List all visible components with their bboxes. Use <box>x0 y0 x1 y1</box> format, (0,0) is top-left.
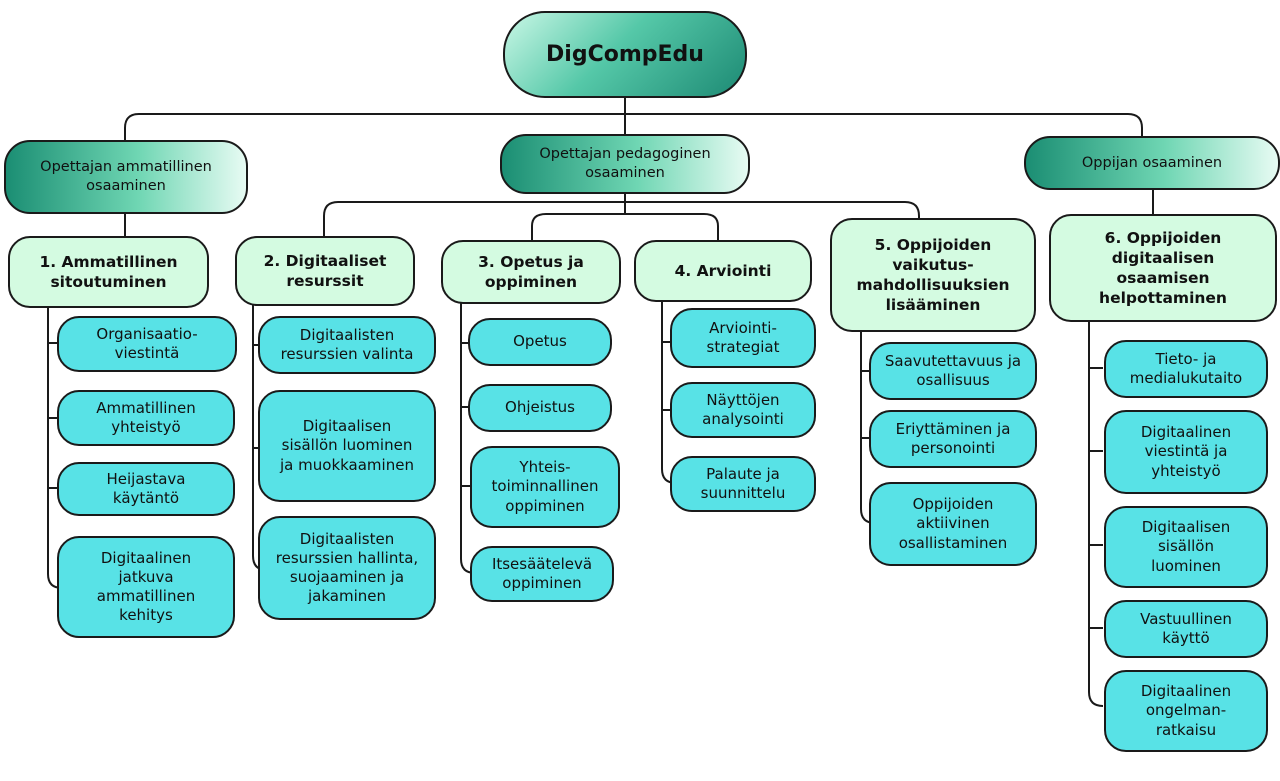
category-pedagogical: Opettajan pedagoginen osaaminen <box>500 134 750 194</box>
competence-5-3: Oppijoiden aktiivinen osallistaminen <box>869 482 1037 566</box>
area-6: 6. Oppijoiden digitaalisen osaamisen hel… <box>1049 214 1277 322</box>
competence-2-1: Digitaalisten resurssien valinta <box>258 316 436 374</box>
competence-1-3: Heijastava käytäntö <box>57 462 235 516</box>
competence-5-2: Eriyttäminen ja personointi <box>869 410 1037 468</box>
competence-1-4: Digitaalinen jatkuva ammatillinen kehity… <box>57 536 235 638</box>
competence-2-3: Digitaalisten resurssien hallinta, suoja… <box>258 516 436 620</box>
competence-6-5: Digitaalinen ongelman-ratkaisu <box>1104 670 1268 752</box>
area-3: 3. Opetus ja oppiminen <box>441 240 621 304</box>
competence-6-4: Vastuullinen käyttö <box>1104 600 1268 658</box>
category-professional: Opettajan ammatillinen osaaminen <box>4 140 248 214</box>
category-learner: Oppijan osaaminen <box>1024 136 1280 190</box>
competence-6-1: Tieto- ja medialukutaito <box>1104 340 1268 398</box>
competence-2-2: Digitaalisen sisällön luominen ja muokka… <box>258 390 436 502</box>
competence-1-1: Organisaatio-viestintä <box>57 316 237 372</box>
competence-6-2: Digitaalinen viestintä ja yhteistyö <box>1104 410 1268 494</box>
area-4: 4. Arviointi <box>634 240 812 302</box>
competence-3-3: Yhteis-toiminnallinen oppiminen <box>470 446 620 528</box>
competence-5-1: Saavutettavuus ja osallisuus <box>869 342 1037 400</box>
area-1: 1. Ammatillinen sitoutuminen <box>8 236 209 308</box>
competence-3-4: Itsesäätelevä oppiminen <box>470 546 614 602</box>
area-5: 5. Oppijoiden vaikutus-mahdollisuuksien … <box>830 218 1036 332</box>
root-node: DigCompEdu <box>503 11 747 98</box>
competence-4-1: Arviointi-strategiat <box>670 308 816 368</box>
area-2: 2. Digitaaliset resurssit <box>235 236 415 306</box>
competence-4-2: Näyttöjen analysointi <box>670 382 816 438</box>
competence-4-3: Palaute ja suunnittelu <box>670 456 816 512</box>
competence-1-2: Ammatillinen yhteistyö <box>57 390 235 446</box>
competence-3-2: Ohjeistus <box>468 384 612 432</box>
competence-6-3: Digitaalisen sisällön luominen <box>1104 506 1268 588</box>
competence-3-1: Opetus <box>468 318 612 366</box>
